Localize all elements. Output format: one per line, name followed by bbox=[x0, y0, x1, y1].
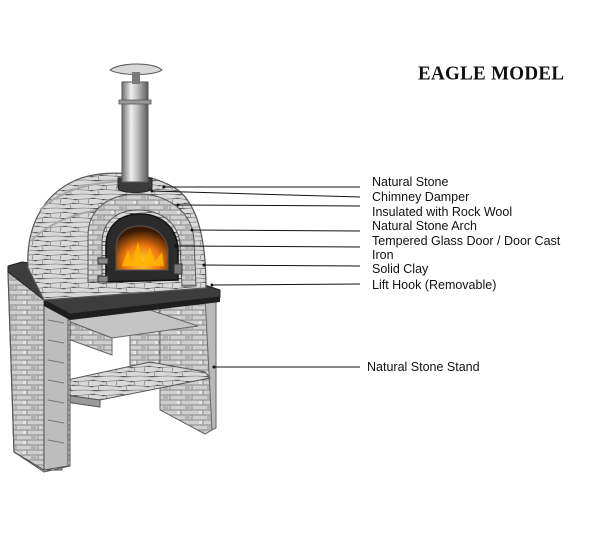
label-natural-stone: Natural Stone bbox=[372, 175, 449, 189]
leader-lift-hook bbox=[211, 283, 361, 286]
leader-insulated bbox=[177, 204, 361, 207]
label-solid-clay: Solid Clay bbox=[372, 262, 429, 276]
label-natural-stone-arch: Natural Stone Arch bbox=[372, 219, 477, 233]
leader-lines bbox=[151, 186, 361, 368]
chimney-cap bbox=[109, 63, 163, 75]
leader-arch bbox=[191, 229, 361, 232]
model-title: EAGLE MODEL bbox=[418, 62, 565, 85]
label-insulated-rock-wool: Insulated with Rock Wool bbox=[372, 205, 513, 219]
label-lift-hook: Lift Hook (Removable) bbox=[372, 278, 497, 292]
label-natural-stone-stand: Natural Stone Stand bbox=[367, 360, 480, 374]
chimney-pipe bbox=[121, 81, 149, 183]
leader-glass-door bbox=[175, 245, 361, 248]
leader-chimney-damper bbox=[151, 190, 361, 198]
label-chimney-damper: Chimney Damper bbox=[372, 190, 470, 204]
leader-solid-clay bbox=[203, 264, 361, 267]
label-glass-door: Tempered Glass Door / Door Cast bbox=[372, 234, 561, 248]
label-iron: Iron bbox=[372, 248, 394, 262]
stone-arch bbox=[87, 193, 197, 287]
